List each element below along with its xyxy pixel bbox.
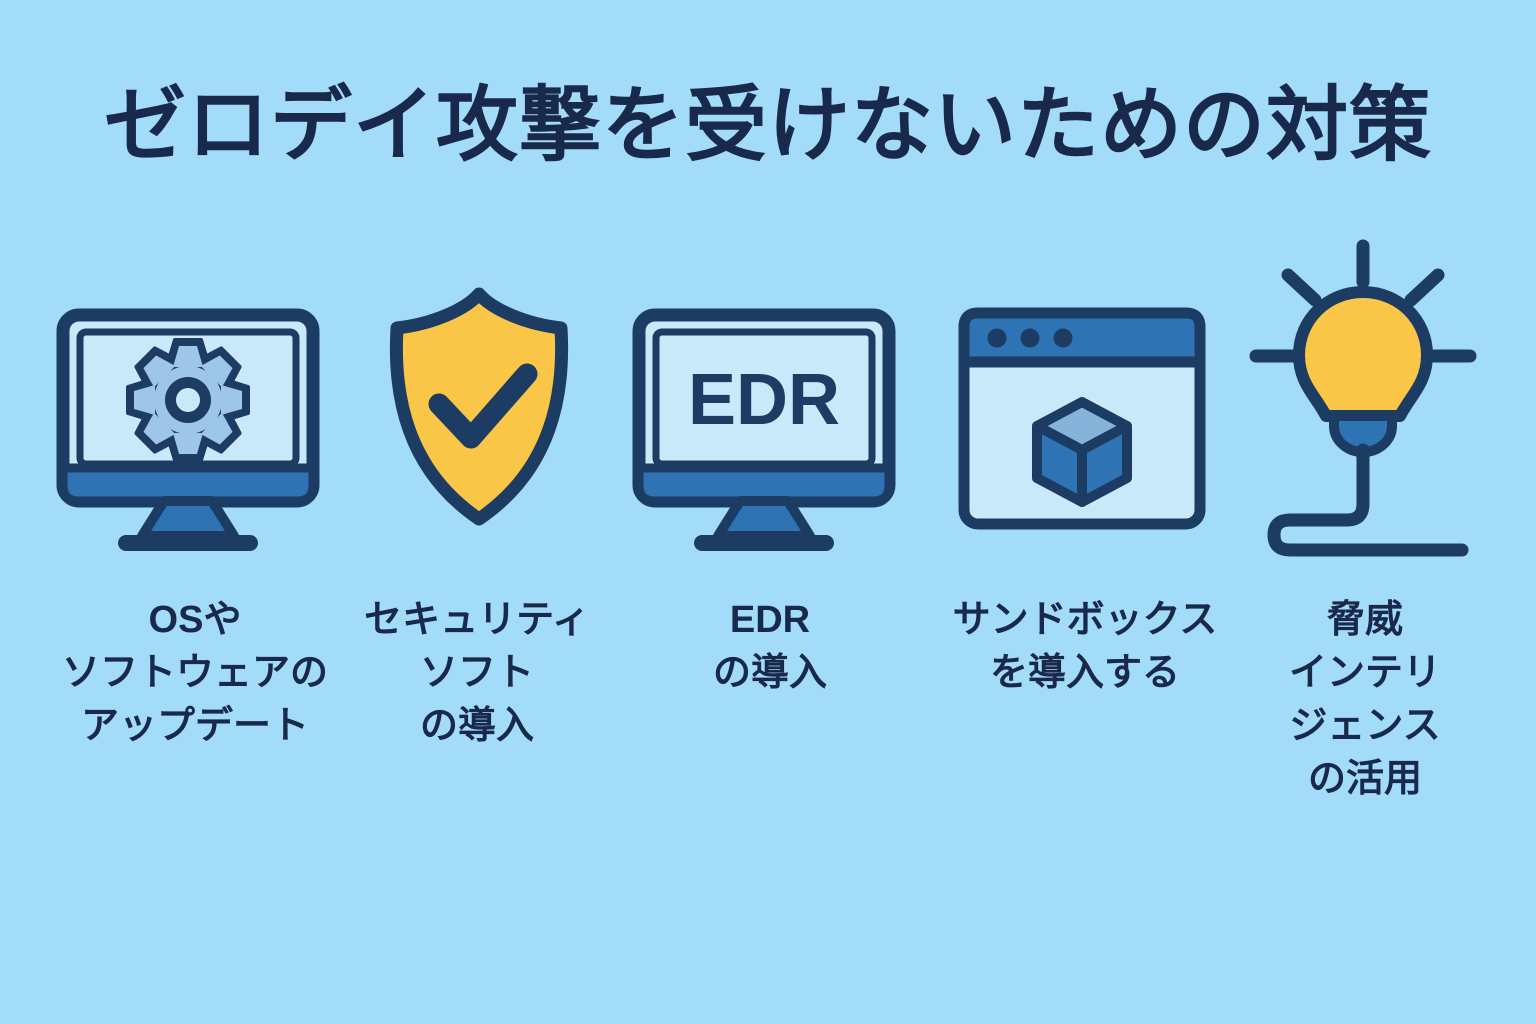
label-line: EDR — [729, 599, 811, 641]
bulb-cord — [1267, 443, 1469, 557]
edr-monitor-icon: EDR — [632, 308, 896, 551]
label-line: インテリ — [1288, 652, 1441, 694]
label-os-software-update: OSや ソフトウェアの アップデート — [30, 594, 360, 753]
label-line: ジェンス — [1289, 705, 1441, 747]
cube-icon — [1032, 397, 1132, 507]
label-line: 脅威 — [1326, 599, 1403, 641]
edr-screen-text: EDR — [688, 360, 840, 440]
page-title: ゼロデイ攻撃を受けないための対策 — [103, 80, 1432, 171]
label-line: の活用 — [1307, 758, 1422, 800]
label-security-software: セキュリティ ソフト の導入 — [352, 594, 602, 753]
label-line: アップデート — [80, 705, 309, 747]
label-line: OSや — [148, 599, 242, 641]
label-line: セキュリティ — [364, 599, 590, 641]
security-shield-check-icon — [389, 287, 569, 526]
threat-intelligence-lightbulb-icon — [1249, 239, 1477, 557]
sandbox-browser-cube-icon — [958, 307, 1206, 530]
label-line: を導入する — [989, 652, 1180, 694]
label-line: の導入 — [419, 705, 534, 747]
os-software-update-monitor-gear-icon — [56, 308, 320, 551]
label-threat-intelligence: 脅威 インテリ ジェンス の活用 — [1240, 594, 1490, 806]
label-line: の導入 — [712, 652, 827, 694]
label-line: ソフトウェアの — [61, 652, 328, 694]
label-line: ソフト — [419, 652, 534, 694]
light-rays-icon — [1249, 239, 1477, 363]
label-edr: EDR の導入 — [640, 594, 900, 700]
label-sandbox: サンドボックス を導入する — [935, 594, 1235, 700]
label-line: サンドボックス — [952, 599, 1218, 641]
checkmark-icon — [428, 363, 538, 449]
window-dots-icon — [987, 328, 1073, 348]
